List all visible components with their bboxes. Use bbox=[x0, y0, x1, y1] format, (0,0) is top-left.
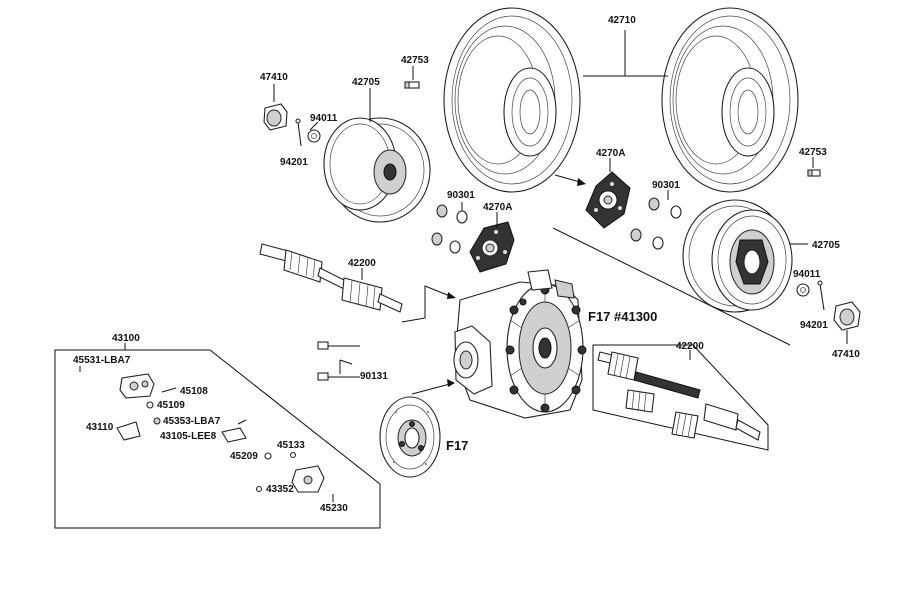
axle-right-box bbox=[592, 344, 769, 451]
final-drive[interactable] bbox=[453, 269, 587, 419]
lug-nuts-right[interactable] bbox=[630, 197, 682, 250]
lug-nuts-right-label: 90301 bbox=[652, 180, 680, 191]
nut-left-label: 47410 bbox=[260, 72, 288, 83]
brake-disc[interactable] bbox=[379, 396, 441, 478]
caliper-9-label: 43352 bbox=[266, 484, 294, 495]
pin-left-label: 94201 bbox=[280, 157, 308, 168]
caliper-3-label: 45109 bbox=[157, 400, 185, 411]
nut-right[interactable] bbox=[833, 301, 861, 331]
caliper-group-box bbox=[54, 349, 381, 529]
rim-right-label: 42705 bbox=[812, 240, 840, 251]
caliper-10-label: 45230 bbox=[320, 503, 348, 514]
bolt-right[interactable] bbox=[807, 169, 821, 177]
rim-left-label: 42705 bbox=[352, 77, 380, 88]
hub-right-label: 4270A bbox=[596, 148, 625, 159]
tire-label: 42710 bbox=[608, 15, 636, 26]
hub-left-label: 4270A bbox=[483, 202, 512, 213]
hub-right[interactable] bbox=[585, 171, 631, 229]
washer-right-label: 94011 bbox=[793, 269, 821, 280]
bolts-90131-label: 90131 bbox=[360, 371, 388, 382]
lug-nuts-left-label: 90301 bbox=[447, 190, 475, 201]
caliper-6-label: 43105-LEE8 bbox=[160, 431, 217, 442]
caliper-group-label: 43100 bbox=[112, 333, 140, 344]
rim-left[interactable] bbox=[323, 117, 431, 223]
axle-right-label: 42200 bbox=[676, 341, 704, 352]
caliper-2-label: 45108 bbox=[180, 386, 208, 397]
final-drive-label: F17 #41300 bbox=[588, 309, 657, 324]
caliper-4-label: 43110 bbox=[86, 422, 114, 433]
bolt-top[interactable] bbox=[404, 81, 420, 89]
caliper-washer[interactable] bbox=[255, 485, 263, 493]
hub-left[interactable] bbox=[469, 221, 515, 273]
lug-nuts-left[interactable] bbox=[431, 204, 468, 254]
brake-disc-label: F17 bbox=[446, 438, 468, 453]
caliper-housing[interactable] bbox=[291, 465, 325, 493]
washer-left-label: 94011 bbox=[310, 113, 338, 124]
tire-right[interactable] bbox=[661, 7, 799, 193]
nut-left[interactable] bbox=[263, 103, 288, 131]
axle-left-label: 42200 bbox=[348, 258, 376, 269]
caliper-bracket[interactable] bbox=[116, 421, 141, 441]
pin-left[interactable] bbox=[295, 118, 302, 147]
pin-right-label: 94201 bbox=[800, 320, 828, 331]
caliper-clip[interactable] bbox=[264, 452, 272, 460]
bolt-top-label: 42753 bbox=[401, 55, 429, 66]
axle-left[interactable] bbox=[259, 243, 403, 313]
caliper-body[interactable] bbox=[119, 373, 155, 399]
nut-right-label: 47410 bbox=[832, 349, 860, 360]
tire-left[interactable] bbox=[443, 7, 581, 193]
caliper-bleeder[interactable] bbox=[161, 387, 177, 393]
caliper-1-label: 45531-LBA7 bbox=[73, 355, 131, 366]
caliper-7-label: 45133 bbox=[277, 440, 305, 451]
caliper-spring[interactable] bbox=[289, 451, 297, 459]
washer-left[interactable] bbox=[307, 129, 321, 143]
bolts-90131[interactable] bbox=[317, 341, 360, 381]
caliper-seal[interactable] bbox=[146, 401, 154, 409]
caliper-5-label: 45353-LBA7 bbox=[163, 416, 221, 427]
bolt-right-label: 42753 bbox=[799, 147, 827, 158]
rim-right[interactable] bbox=[682, 199, 793, 313]
washer-right[interactable] bbox=[796, 283, 810, 297]
pin-right[interactable] bbox=[817, 280, 825, 311]
caliper-8-label: 45209 bbox=[230, 451, 258, 462]
axle-right[interactable] bbox=[597, 351, 761, 441]
caliper-pad[interactable] bbox=[221, 419, 247, 443]
caliper-pin[interactable] bbox=[153, 417, 161, 425]
